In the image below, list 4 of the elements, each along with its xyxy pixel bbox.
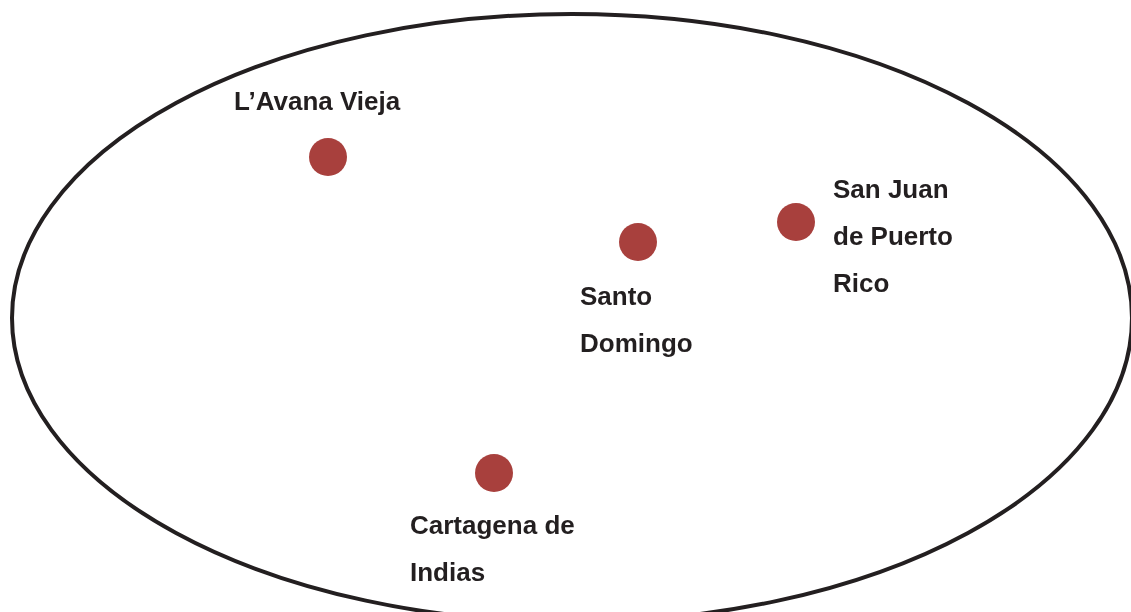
place-label: Cartagena de Indias <box>410 509 576 589</box>
place-label: San Juan de Puerto Rico <box>833 173 954 300</box>
place-label: Santo Domingo <box>580 280 694 360</box>
place-label: L’Avana Vieja <box>234 85 401 118</box>
